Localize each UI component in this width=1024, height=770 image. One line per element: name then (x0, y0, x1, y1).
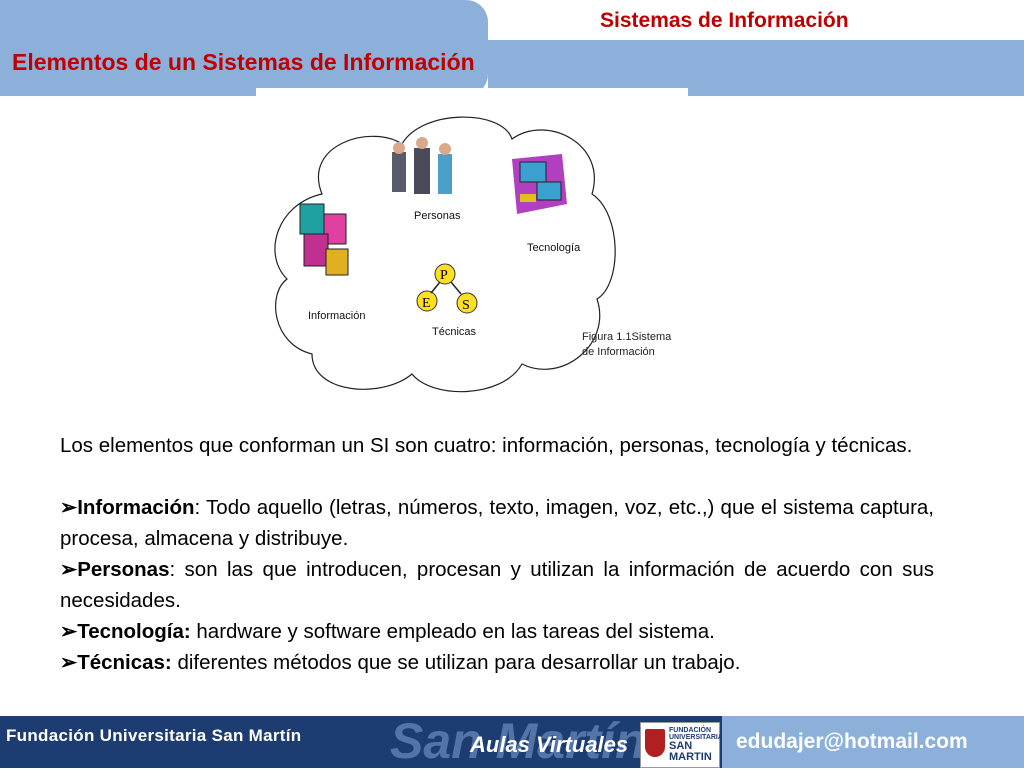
header-tab-left (0, 0, 488, 96)
logo-text-top: FUNDACIÓN UNIVERSITARIA (669, 727, 723, 741)
bullet-informacion: ➢Información: Todo aquello (letras, núme… (60, 496, 934, 550)
bullet-tecnologia: ➢Tecnología: hardware y software emplead… (60, 620, 715, 643)
label-personas: Personas (414, 210, 461, 222)
header-band-right (488, 40, 1024, 96)
pes-letter-p: P (440, 268, 448, 283)
footer-watermark: San Martín (390, 713, 646, 769)
course-title: Sistemas de Información (600, 9, 849, 32)
shield-icon (645, 729, 665, 757)
university-logo: FUNDACIÓN UNIVERSITARIA SAN MARTIN (640, 722, 723, 768)
arrow-bullet-icon: ➢ (60, 651, 78, 674)
divider (256, 88, 688, 96)
pes-letter-s: S (462, 298, 470, 313)
arrow-bullet-icon: ➢ (60, 496, 78, 519)
bullet-tecnicas: ➢Técnicas: diferentes métodos que se uti… (60, 651, 741, 674)
people-icon (392, 137, 452, 194)
arrow-bullet-icon: ➢ (60, 620, 78, 643)
label-tecnologia: Tecnología (527, 242, 581, 254)
label-tecnicas: Técnicas (432, 326, 477, 338)
footer-email: edudajer@hotmail.com (736, 730, 968, 753)
bullet-personas: ➢Personas: son las que introducen, proce… (60, 558, 934, 612)
footer-email-box (722, 716, 1024, 768)
slide-title: Elementos de un Sistemas de Información (12, 49, 475, 75)
footer-aulas-virtuales: Aulas Virtuales (470, 732, 629, 757)
arrow-bullet-icon: ➢ (60, 558, 78, 581)
intro-paragraph: Los elementos que conforman un SI son cu… (60, 434, 913, 457)
figure-caption: Figura 1.1Sistema de Información (582, 331, 672, 358)
cloud-diagram: P E S (274, 116, 616, 393)
footer-organization: Fundación Universitaria San Martín (6, 726, 302, 745)
label-informacion: Información (308, 310, 366, 322)
documents-icon (299, 203, 349, 276)
logo-text-main: SAN MARTIN (669, 740, 712, 763)
pes-letter-e: E (422, 296, 431, 311)
computers-icon (512, 154, 567, 214)
pes-triangle: P E S (416, 263, 478, 314)
information-system-figure: P E S Personas Tecnología Información Té… (262, 104, 622, 402)
body-text: Los elementos que conforman un SI son cu… (60, 430, 934, 678)
